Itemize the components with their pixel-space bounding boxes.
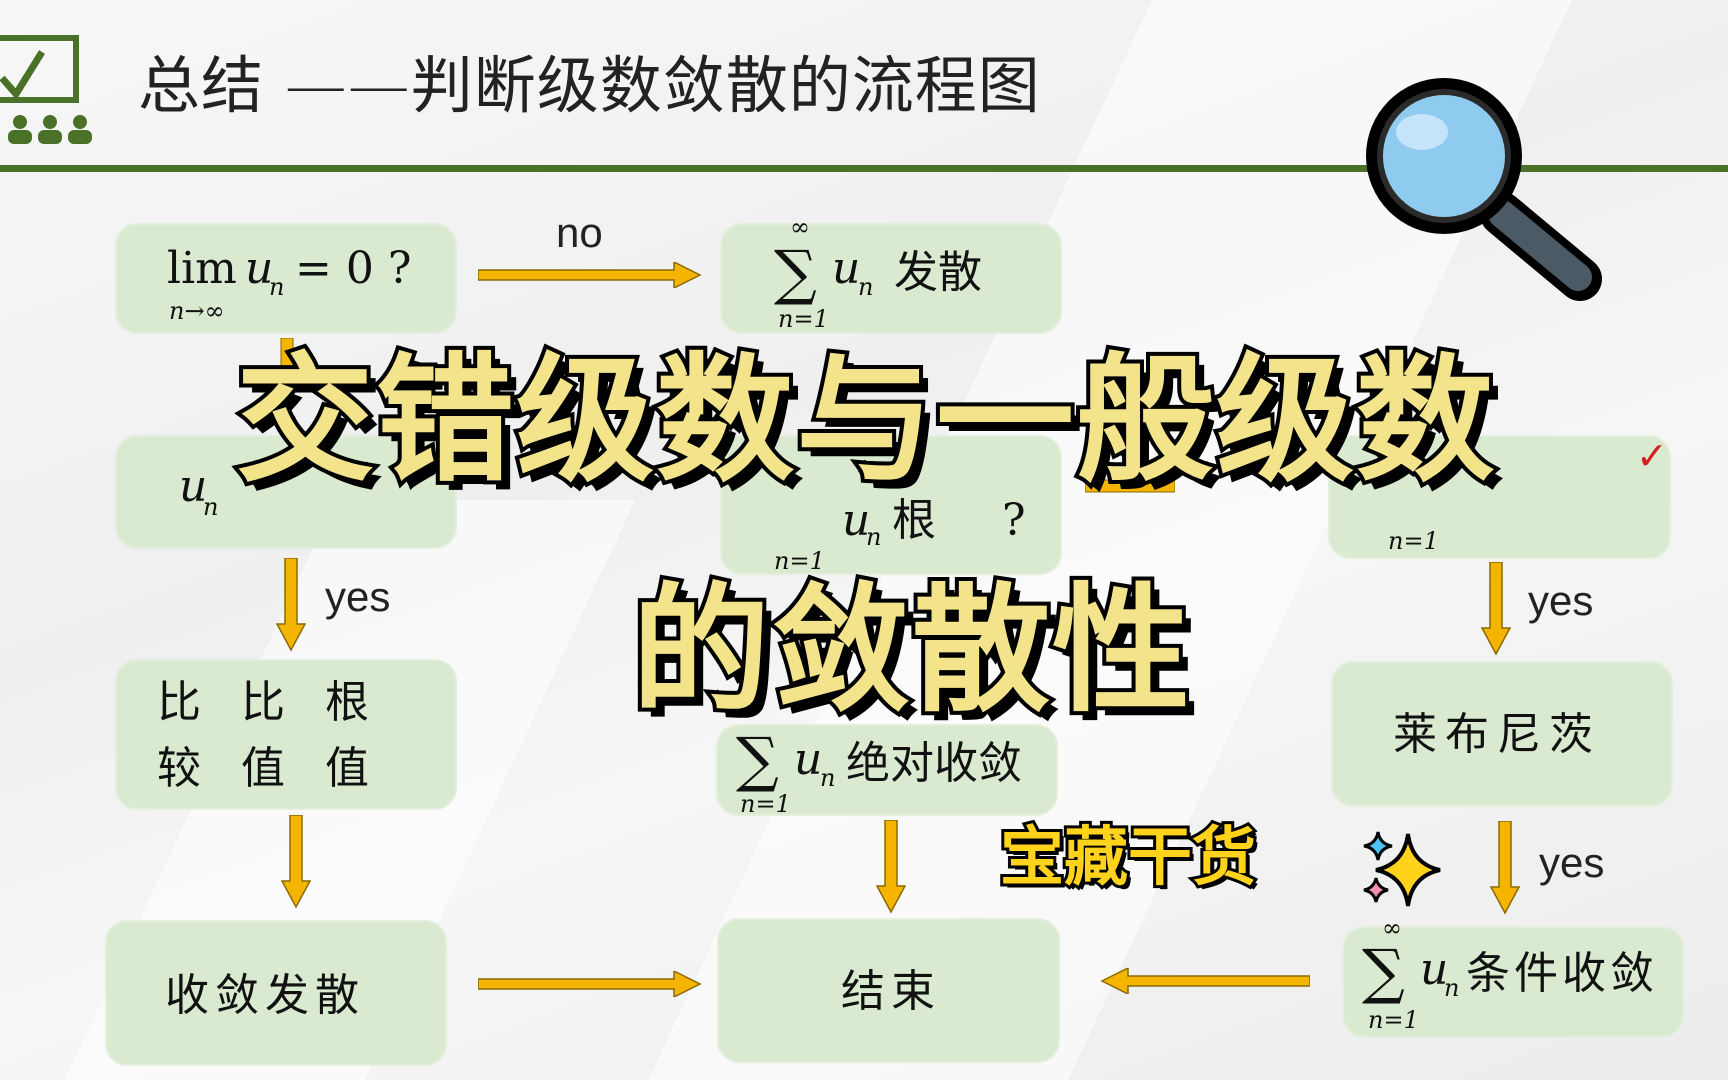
u-symbol: u — [832, 243, 861, 294]
header-divider — [0, 165, 1728, 172]
arrow-right — [1085, 479, 1175, 493]
limit-subscript: n→∞ — [169, 297, 225, 325]
overlay-title-line2: 的敛散性 — [628, 570, 1194, 731]
u-symbol: u — [179, 461, 208, 512]
sum-lower-limit: n=1 — [1368, 1006, 1419, 1034]
magnifying-glass-icon — [1366, 78, 1602, 301]
diverge-text: 发散 — [894, 247, 982, 298]
sum-lower-limit: n=1 — [740, 790, 791, 818]
node-positive-check: u n — [115, 435, 457, 549]
arrow-left — [1100, 968, 1310, 994]
node-conditional-converge: ∞ ∑ n=1 u n 条件收敛 — [1342, 916, 1684, 1038]
subscript-n: n — [1444, 974, 1460, 1002]
arrow-down — [280, 338, 294, 368]
sparkles-icon — [1363, 831, 1441, 907]
sum-upper-limit: ∞ — [1382, 914, 1402, 942]
node-alternating-check: n=1 ✓ — [1328, 435, 1671, 559]
sum-lower-limit: n=1 — [774, 547, 825, 575]
equals-zero: = 0 ? — [295, 243, 412, 294]
test-compare: 比 — [157, 677, 201, 728]
arrow-down — [1481, 562, 1511, 656]
question-mark: ? — [1002, 495, 1026, 546]
edge-label-yes: yes — [1528, 577, 1594, 624]
node-limit-check: lim u n = 0 ? n→∞ — [115, 223, 457, 334]
sum-symbol: ∑ — [736, 725, 779, 795]
conditional-converge-text: 条件收敛 — [1466, 948, 1658, 999]
red-check-mark: ✓ — [1636, 434, 1668, 478]
subscript-n: n — [866, 523, 882, 551]
treasure-badge: 宝藏干货 — [997, 821, 1259, 895]
arrow-right — [478, 971, 702, 997]
converge-diverge-text: 收敛发散 — [165, 970, 365, 1021]
arrow-down — [276, 558, 306, 652]
absolute-converge-text: 绝对收敛 — [846, 738, 1022, 789]
u-symbol: u — [794, 734, 823, 785]
node-absolute-converge: ∑ n=1 u n 绝对收敛 — [716, 724, 1058, 816]
edge-label-yes: yes — [1539, 839, 1605, 886]
edge-label-yes: yes — [325, 573, 391, 620]
test-ratio-2: 值 — [241, 743, 285, 794]
page-title: 总结 ——判断级数敛散的流程图 — [138, 49, 1041, 122]
node-absolute-check: u n 根 ? n=1 — [720, 435, 1062, 575]
arrow-down — [281, 815, 311, 909]
subscript-n: n — [269, 273, 285, 301]
presentation-board-icon — [0, 35, 92, 144]
overlay-title-line1: 交错级数与一般级数 — [232, 340, 1498, 501]
u-symbol: u — [245, 243, 274, 294]
u-symbol: u — [842, 495, 871, 546]
subscript-n: n — [858, 273, 874, 301]
root-text: 根 — [892, 495, 936, 546]
node-leibniz: 莱布尼茨 — [1331, 661, 1673, 807]
u-symbol: u — [1420, 944, 1449, 995]
test-root-2: 值 — [325, 743, 369, 794]
lim-text: lim — [167, 243, 237, 294]
node-end: 结束 — [717, 918, 1060, 1063]
end-text: 结束 — [841, 966, 941, 1017]
sum-lower-limit: n=1 — [778, 305, 829, 333]
node-converge-diverge: 收敛发散 — [105, 920, 447, 1066]
arrow-down — [876, 820, 906, 914]
edge-label-no: no — [556, 209, 603, 256]
node-diverge: ∞ ∑ n=1 u n 发散 — [720, 215, 1062, 334]
node-tests: 比比根 较值值 — [115, 659, 457, 810]
leibniz-text: 莱布尼茨 — [1393, 709, 1601, 760]
test-ratio: 比 — [241, 677, 285, 728]
arrow-right — [478, 262, 702, 288]
arrow-down — [1490, 821, 1520, 915]
sum-symbol: ∑ — [774, 238, 817, 308]
subscript-n: n — [820, 764, 836, 792]
sum-lower-limit: n=1 — [1388, 527, 1439, 555]
subscript-n: n — [203, 493, 219, 521]
test-compare-2: 较 — [157, 743, 201, 794]
test-root: 根 — [325, 677, 369, 728]
sum-upper-limit: ∞ — [790, 213, 810, 241]
sum-symbol: ∑ — [1362, 937, 1405, 1007]
